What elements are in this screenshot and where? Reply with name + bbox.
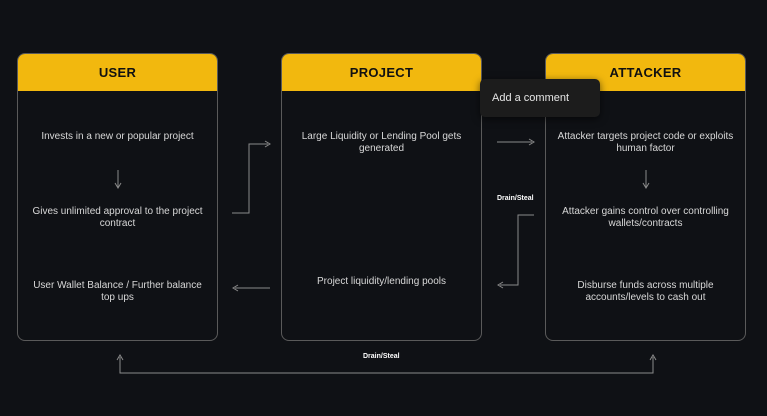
down-arrow-icon <box>114 170 121 189</box>
user-card: USER Invests in a new or popular project… <box>17 53 218 341</box>
down-arrow-icon <box>642 170 649 189</box>
project-card-title: PROJECT <box>282 54 481 91</box>
connector-attacker-to-project <box>500 214 534 286</box>
arrowhead-icon <box>232 284 239 292</box>
user-step-balance: User Wallet Balance / Further balance to… <box>33 280 202 303</box>
arrowhead-icon <box>264 140 271 148</box>
attacker-step-disburse: Disburse funds across multiple accounts/… <box>577 280 714 303</box>
connector-user-to-project <box>232 143 268 214</box>
project-step-pool: Large Liquidity or Lending Pool gets gen… <box>301 131 462 154</box>
drain-steal-label-bottom: Drain/Steal <box>363 353 400 360</box>
arrowhead-icon <box>497 281 504 289</box>
add-comment-button[interactable]: Add a comment <box>480 79 600 117</box>
project-step-liquidity: Project liquidity/lending pools <box>317 276 446 287</box>
arrowhead-icon <box>116 354 124 361</box>
project-card: PROJECT Large Liquidity or Lending Pool … <box>281 53 482 341</box>
attacker-step-target: Attacker targets project code or exploit… <box>557 131 734 154</box>
user-step-approval: Gives unlimited approval to the project … <box>32 206 203 229</box>
attacker-card-title: ATTACKER <box>546 54 745 91</box>
connector-bottom-drain <box>119 357 654 374</box>
user-card-title: USER <box>18 54 217 91</box>
arrowhead-icon <box>528 138 535 146</box>
attacker-step-control: Attacker gains control over controlling … <box>562 206 729 229</box>
drain-steal-label-mid: Drain/Steal <box>497 195 534 202</box>
arrowhead-icon <box>649 354 657 361</box>
user-step-invest: Invests in a new or popular project <box>41 131 194 142</box>
